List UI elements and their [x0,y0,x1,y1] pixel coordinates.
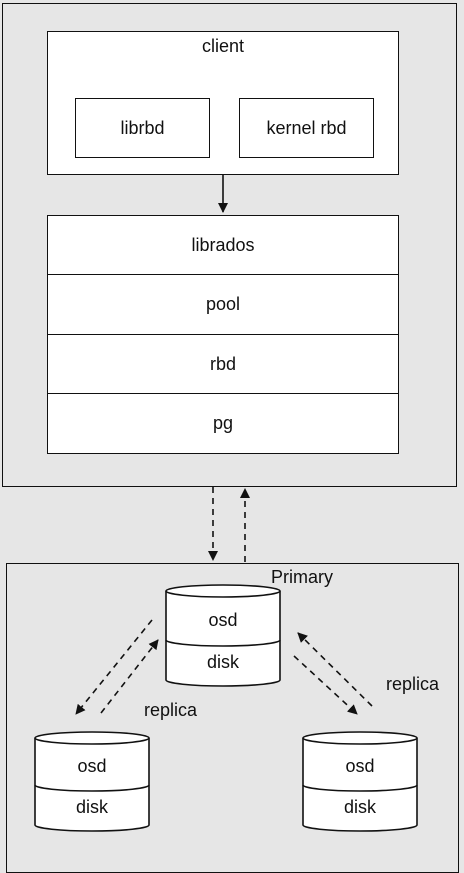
right-replica-to-primary-arrow [297,632,373,707]
client-title: client [201,35,245,56]
librbd-label: librbd [120,117,165,138]
stack-layer-rbd-label: rbd [209,353,236,374]
stack-layer-pg [47,393,399,454]
left-replica-to-primary-arrow [100,639,159,714]
left-replica-node-cylinder [34,731,150,832]
librbd-box [75,98,210,158]
stack-layer-librados-label: librados [191,234,255,255]
primary-node-cylinder [165,584,281,687]
kernel-rbd-box [239,98,374,158]
primary-to-right-replica-arrow [293,655,358,715]
left-replica-label: replica [144,700,198,720]
primary-to-left-replica-arrow [75,619,153,715]
primary-label: Primary [271,567,333,587]
stack-layer-pool [47,274,399,335]
stack-layer-rbd [47,334,399,394]
primary-osd-label: osd [208,609,238,630]
stack-layer-pg-label: pg [212,413,234,433]
right-replica-osd-label: osd [345,755,375,776]
right-replica-node-cylinder [302,731,418,832]
left-replica-disk-label: disk [75,796,108,817]
right-replica-label: replica [386,674,440,694]
left-replica-osd-label: osd [77,755,107,776]
stack-layer-pool-label: pool [205,294,241,314]
primary-disk-label: disk [206,651,239,672]
right-replica-disk-label: disk [343,796,376,817]
kernel-rbd-label: kernel rbd [266,117,347,138]
